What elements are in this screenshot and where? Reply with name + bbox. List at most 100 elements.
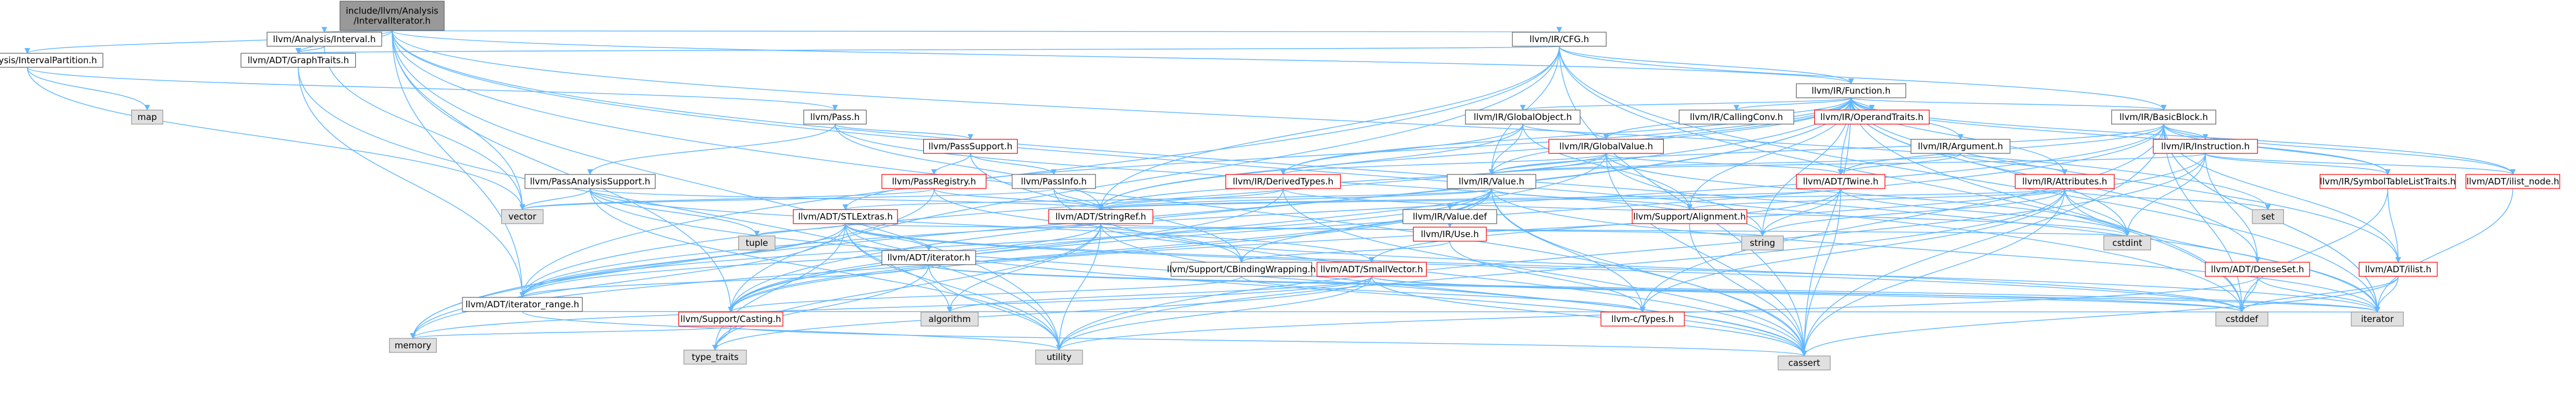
node-passinfo-label: llvm/PassInfo.h: [1021, 176, 1087, 187]
node-value[interactable]: llvm/IR/Value.h: [1447, 174, 1536, 189]
node-twine[interactable]: llvm/ADT/Twine.h: [1796, 174, 1886, 189]
node-densemap[interactable]: llvm/ADT/DenseSet.h: [2205, 262, 2310, 277]
node-adtiterator[interactable]: llvm/ADT/iterator.h: [881, 250, 977, 265]
node-ilistnode[interactable]: llvm/ADT/ilist_node.h: [2465, 174, 2560, 189]
edge-stringref-to-cassert: [1100, 223, 1807, 357]
node-cstdint-box: [2103, 235, 2152, 251]
node-tuple-label: tuple: [746, 238, 768, 248]
edge-passregistry-to-vector: [519, 188, 935, 210]
node-callingconv[interactable]: llvm/IR/CallingConv.h: [1678, 109, 1794, 125]
node-string: string: [1741, 235, 1784, 251]
edge-instruction-to-ilistnode: [2205, 153, 2516, 175]
node-casting[interactable]: llvm/Support/Casting.h: [678, 311, 783, 327]
node-ctypes-label: llvm-c/Types.h: [1611, 314, 1674, 324]
edge-passanalysissupport-to-utility: [590, 188, 1062, 351]
node-ilist-box: [2358, 262, 2438, 277]
node-tuple: tuple: [738, 235, 776, 251]
node-valuedef-label: llvm/IR/Value.def: [1413, 211, 1487, 222]
edge-stlextras-to-memory: [410, 223, 846, 339]
node-argument-label: llvm/IR/Argument.h: [1918, 141, 2003, 152]
node-basicblock-box: [2111, 109, 2217, 125]
node-passanalysissupport[interactable]: llvm/PassAnalysisSupport.h: [525, 174, 656, 189]
node-callingconv-box: [1678, 109, 1794, 125]
node-valuedef[interactable]: llvm/IR/Value.def: [1402, 209, 1498, 224]
node-graphtraits[interactable]: llvm/ADT/GraphTraits.h: [241, 53, 357, 68]
node-attributes[interactable]: llvm/IR/Attributes.h: [2015, 174, 2115, 189]
node-symboltablelisttraits[interactable]: llvm/IR/SymbolTableListTraits.h: [2320, 174, 2456, 189]
node-interval[interactable]: llvm/Analysis/Interval.h: [266, 32, 382, 47]
edge-basicblock-to-ilistnode: [2163, 124, 2516, 175]
edge-function-to-cassert: [1801, 97, 1852, 357]
edge-graphtraits-to-utility: [297, 67, 1062, 351]
node-passregistry-label: llvm/PassRegistry.h: [892, 176, 977, 187]
node-vector-label: vector: [508, 211, 536, 222]
node-use[interactable]: llvm/IR/Use.h: [1413, 227, 1487, 242]
node-function-box: [1796, 83, 1906, 98]
node-root[interactable]: include/llvm/Analysis/IntervalIterator.h: [340, 1, 445, 31]
edge-passregistry-to-stringref: [933, 188, 1104, 210]
node-passinfo[interactable]: llvm/PassInfo.h: [1012, 174, 1096, 189]
edge-adtiterator-to-iterator: [928, 264, 2380, 313]
node-cassert: cassert: [1777, 355, 1831, 371]
node-casting-label: llvm/Support/Casting.h: [680, 314, 781, 324]
node-typetraits-box: [683, 350, 747, 365]
node-valuedef-box: [1402, 209, 1498, 224]
node-passinfo-box: [1012, 174, 1096, 189]
node-globalobject[interactable]: llvm/IR/GlobalObject.h: [1465, 109, 1581, 125]
node-iteratorrange[interactable]: llvm/ADT/iterator_range.h: [462, 297, 583, 312]
node-globalobject-box: [1465, 109, 1581, 125]
node-globalvalue[interactable]: llvm/IR/GlobalValue.h: [1548, 139, 1664, 154]
node-argument[interactable]: llvm/IR/Argument.h: [1910, 139, 2010, 154]
edge-twine-to-smallvector: [1369, 188, 1841, 263]
edge-stringref-to-utility: [1056, 223, 1101, 351]
edge-ilist-to-cstddef: [2239, 276, 2399, 313]
node-operandtraits[interactable]: llvm/IR/OperandTraits.h: [1814, 109, 1930, 125]
node-tuple-box: [738, 235, 776, 251]
node-stringref-box: [1048, 209, 1153, 224]
node-stringref[interactable]: llvm/ADT/StringRef.h: [1048, 209, 1153, 224]
node-passsupport[interactable]: llvm/PassSupport.h: [923, 139, 1018, 154]
edge-passsupport-to-passregistry: [931, 153, 971, 175]
node-derivedtypes[interactable]: llvm/IR/DerivedTypes.h: [1225, 174, 1341, 189]
node-map-box: [131, 109, 163, 125]
node-pass-label: llvm/Pass.h: [810, 112, 859, 122]
edge-cbindingwrapping-to-ctypes: [1241, 276, 1646, 313]
edge-instruction-to-densemap: [2205, 153, 2260, 263]
node-function[interactable]: llvm/IR/Function.h: [1796, 83, 1906, 98]
node-stlextras[interactable]: llvm/ADT/STLExtras.h: [793, 209, 898, 224]
node-ilist[interactable]: llvm/ADT/ilist.h: [2358, 262, 2438, 277]
edge-interval-to-vector: [324, 46, 526, 210]
node-iteratorrange-box: [462, 297, 583, 312]
edge-value-to-stlextras: [842, 188, 1492, 210]
edge-basicblock-to-symboltablelisttraits: [2163, 124, 2391, 175]
edge-stlextras-to-cstddef: [845, 223, 2245, 313]
node-cfg[interactable]: llvm/IR/CFG.h: [1512, 32, 1607, 47]
edge-globalvalue-to-cstdint: [1605, 153, 2130, 237]
edge-twine-to-stringref: [1098, 188, 1841, 210]
node-pass[interactable]: llvm/Pass.h: [803, 109, 867, 125]
edge-pass-to-stringref: [834, 124, 1104, 210]
node-stringref-label: llvm/ADT/StringRef.h: [1056, 211, 1146, 222]
node-basicblock[interactable]: llvm/IR/BasicBlock.h: [2111, 109, 2217, 125]
edge-passinfo-to-vector: [519, 188, 1054, 210]
node-utility: utility: [1035, 350, 1083, 365]
edge-cfg-to-cstddef: [1558, 46, 2245, 313]
node-intervalpartition[interactable]: llvm/Analysis/IntervalPartition.h: [0, 53, 104, 68]
node-passregistry[interactable]: llvm/PassRegistry.h: [881, 174, 986, 189]
node-smallvector[interactable]: llvm/ADT/SmallVector.h: [1316, 262, 1427, 277]
edge-passanalysissupport-to-smallvector: [590, 188, 1375, 263]
node-twine-box: [1796, 174, 1886, 189]
edge-function-to-callingconv: [1734, 97, 1852, 111]
node-map: map: [131, 109, 163, 125]
node-graphtraits-label: llvm/ADT/GraphTraits.h: [248, 55, 349, 66]
edge-stringref-to-iteratorrange: [519, 223, 1101, 298]
node-operandtraits-box: [1814, 109, 1930, 125]
edge-passanalysissupport-to-tuple: [590, 188, 760, 237]
node-instruction[interactable]: llvm/IR/Instruction.h: [2153, 139, 2258, 154]
node-attributes-label: llvm/IR/Attributes.h: [2022, 176, 2107, 187]
node-densemap-box: [2205, 262, 2310, 277]
node-cbindingwrapping[interactable]: llvm/Support/CBindingWrapping.h: [1167, 262, 1316, 277]
node-alignment[interactable]: llvm/Support/Alignment.h: [1632, 209, 1748, 224]
edge-intervalpartition-to-vector: [27, 67, 526, 210]
node-ctypes[interactable]: llvm-c/Types.h: [1600, 311, 1685, 327]
